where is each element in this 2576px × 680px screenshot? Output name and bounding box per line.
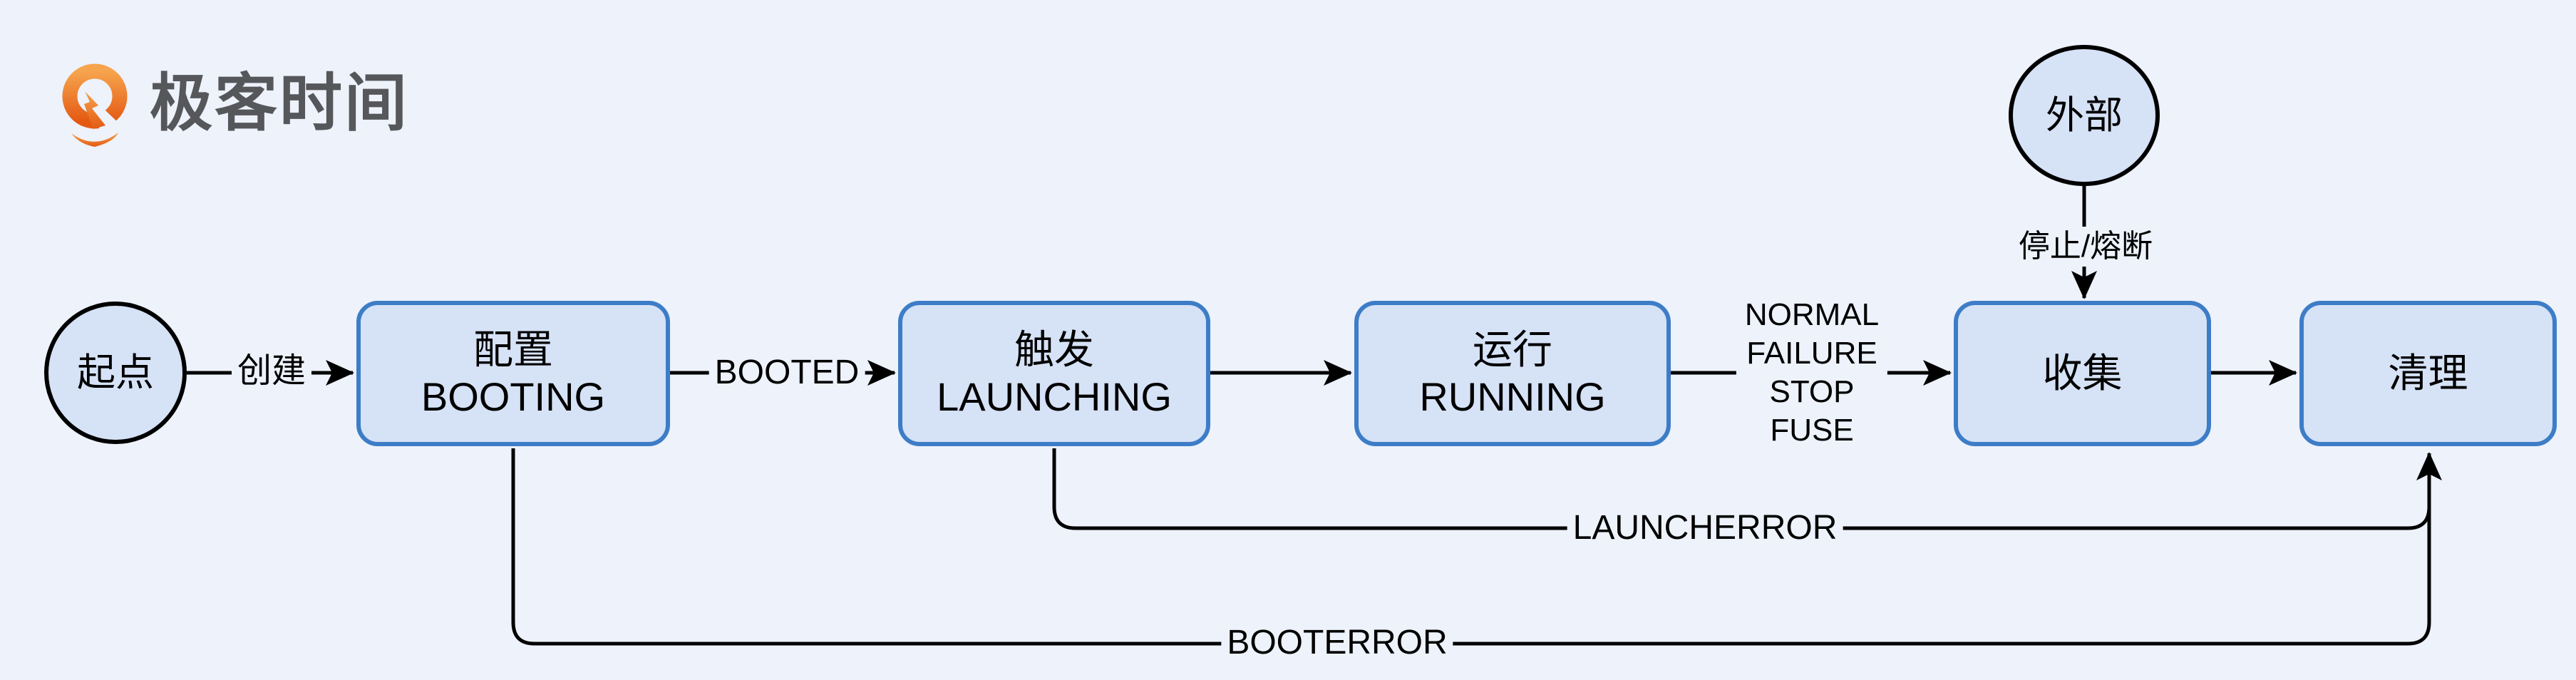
geektime-logo-text: 极客时间 — [150, 68, 410, 138]
node-launching-label-zh: 触发 — [1014, 327, 1094, 372]
edge-label-booterror: BOOTERROR — [1221, 623, 1453, 663]
edge-label-booted: BOOTED — [709, 353, 865, 393]
geektime-logo: 极客时间 — [56, 60, 409, 151]
node-external-label: 外部 — [2046, 94, 2123, 137]
node-booting-label-en: BOOTING — [421, 374, 606, 419]
node-booting-label-zh: 配置 — [473, 327, 553, 372]
edge-label-running-events: NORMAL FAILURE STOP FUSE — [1736, 294, 1888, 451]
node-collect: 收集 — [1954, 301, 2211, 446]
node-running-label-zh: 运行 — [1473, 327, 1552, 372]
edge-label-create: 创建 — [231, 351, 312, 391]
edge-booterror — [511, 448, 2431, 646]
node-launching-label-en: LAUNCHING — [937, 374, 1172, 419]
edge-label-event-fuse: FUSE — [1770, 413, 1854, 448]
edge-label-event-stop: STOP — [1769, 374, 1855, 409]
edge-label-stop-fuse: 停止/熔断 — [2012, 227, 2159, 267]
node-cleanup-label: 清理 — [2388, 351, 2468, 396]
edge-label-event-failure: FAILURE — [1746, 336, 1877, 371]
node-start: 起点 — [44, 302, 187, 444]
node-running-label-en: RUNNING — [1419, 374, 1606, 419]
node-booting: 配置 BOOTING — [356, 301, 670, 446]
edge-label-event-normal: NORMAL — [1744, 297, 1880, 332]
edge-label-launcherror: LAUNCHERROR — [1567, 508, 1843, 548]
geektime-logo-icon — [62, 63, 128, 147]
node-launching: 触发 LAUNCHING — [898, 301, 1210, 446]
node-start-label: 起点 — [77, 351, 154, 394]
node-external: 外部 — [2009, 45, 2160, 186]
node-cleanup: 清理 — [2299, 301, 2557, 446]
node-collect-label: 收集 — [2042, 351, 2123, 396]
node-running: 运行 RUNNING — [1354, 301, 1671, 446]
